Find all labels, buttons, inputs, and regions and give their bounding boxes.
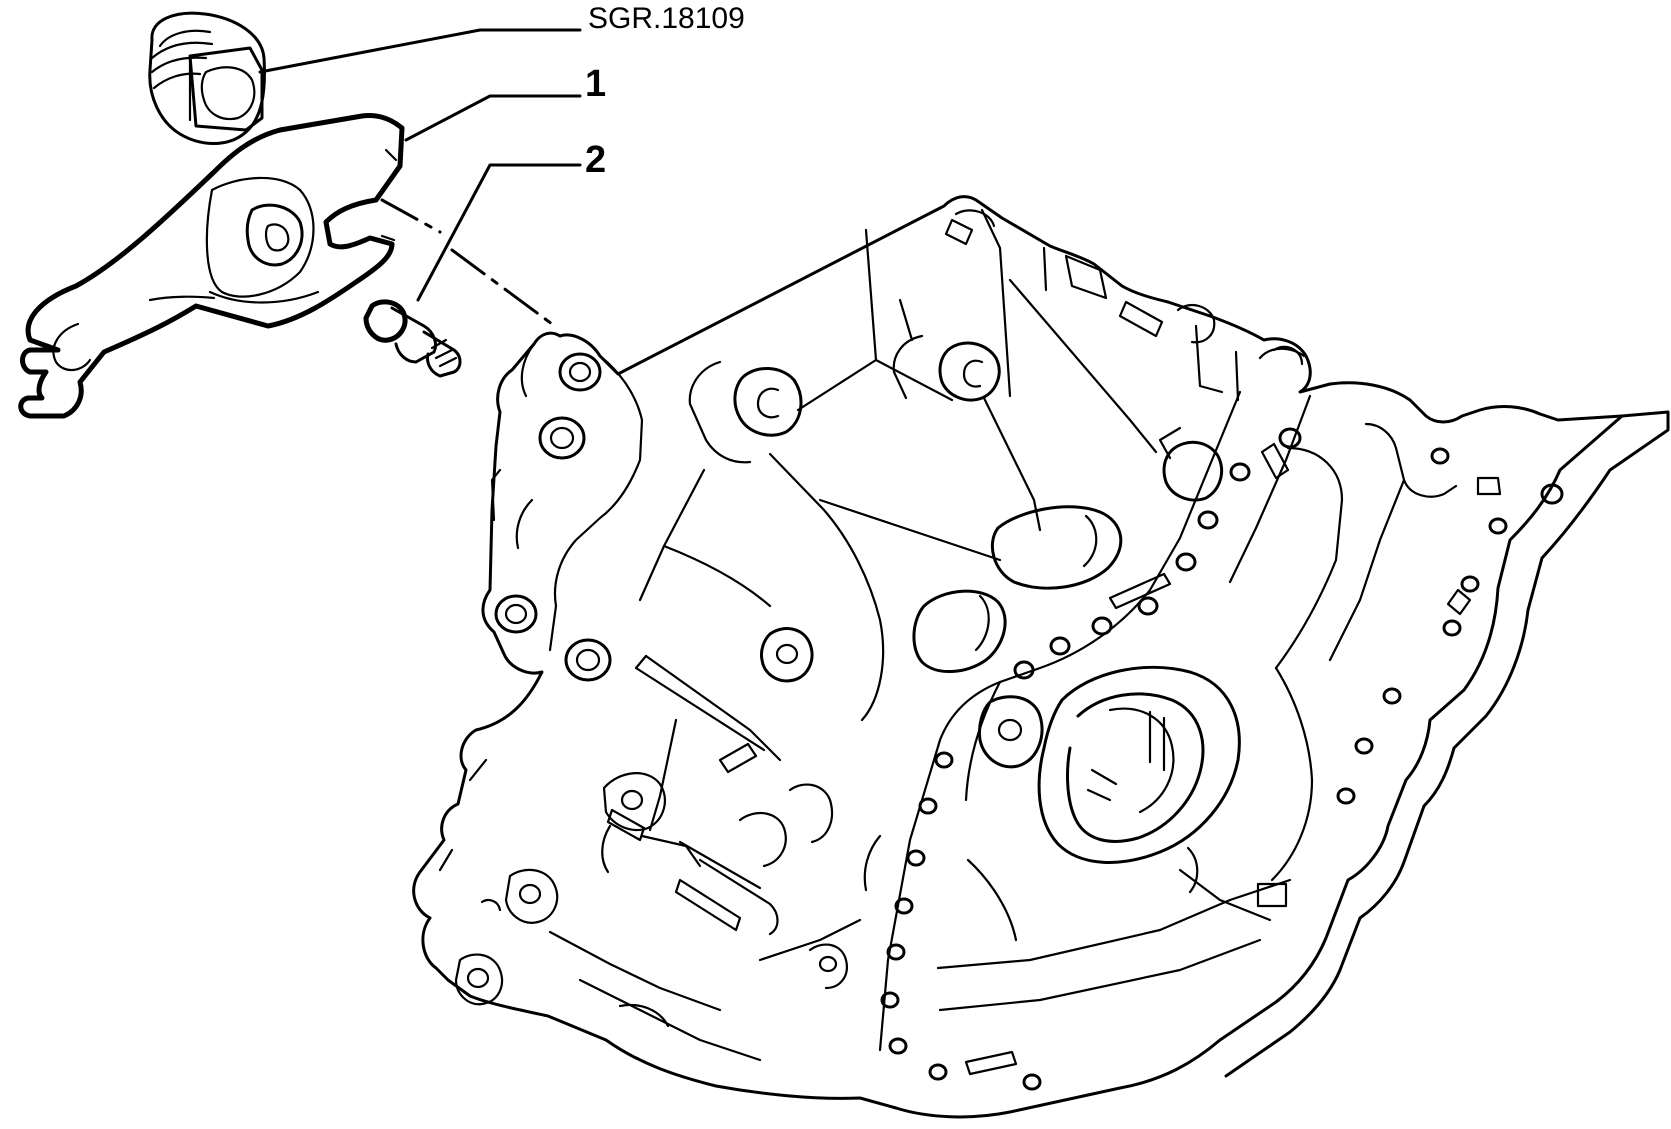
callout-1: 1: [404, 63, 606, 142]
release-fork-part: [18, 113, 405, 419]
alignment-axis: [380, 198, 554, 326]
reference-callout: SGR.18109: [258, 2, 745, 74]
release-bearing-part: [148, 11, 266, 145]
callout-2-label: 2: [585, 139, 606, 181]
reference-leader-line: [258, 28, 582, 74]
pivot-pin-part: [363, 299, 462, 378]
callout-2: 2: [416, 139, 606, 302]
reference-code-label: SGR.18109: [588, 2, 745, 35]
callout-1-label: 1: [585, 63, 606, 105]
gearbox-housing-part: [412, 195, 1670, 1119]
callout-2-leader: [416, 163, 582, 302]
callout-1-leader: [404, 94, 582, 142]
